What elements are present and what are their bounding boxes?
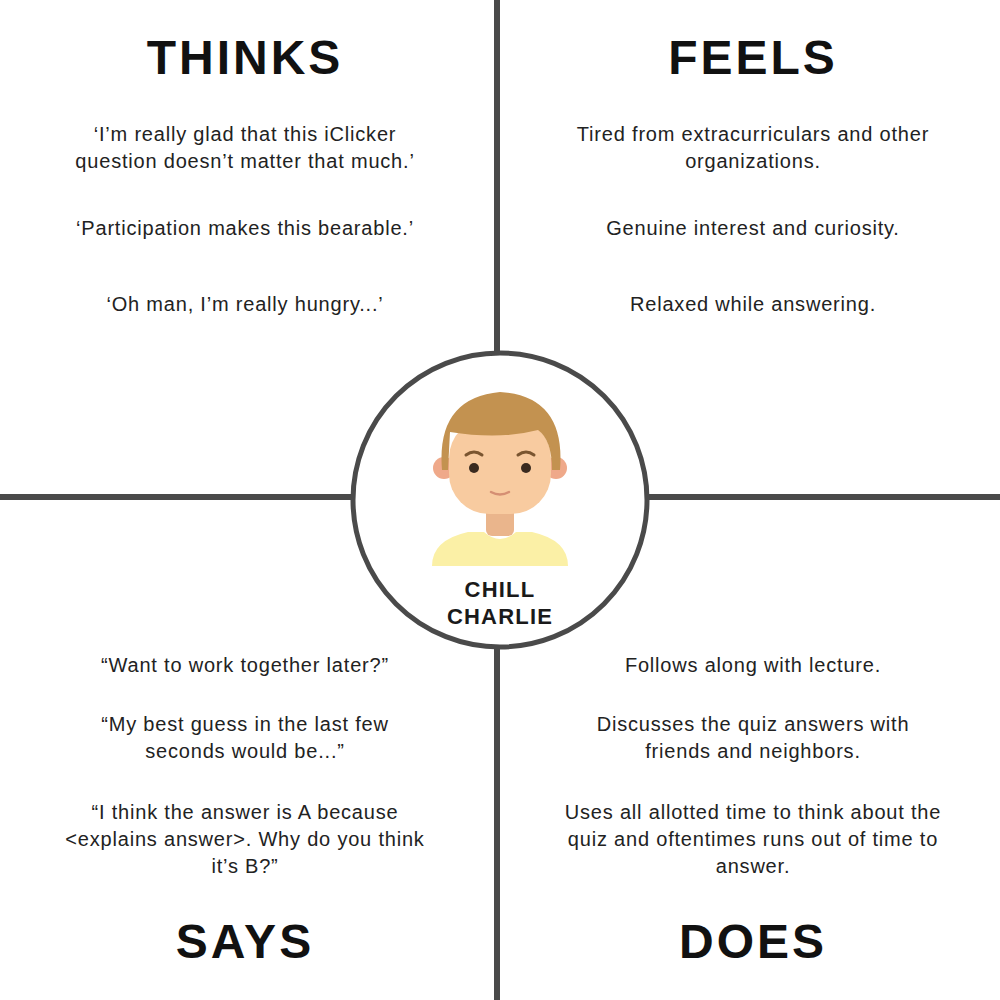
persona-name: CHILL CHARLIE [420,576,580,630]
quadrant-heading: SAYS [45,914,445,970]
map-entry: Tired from extracurriculars and other or… [573,121,933,175]
quadrant-heading: FEELS [543,30,963,86]
map-entry: Relaxed while answering. [553,291,953,318]
quadrant-heading: DOES [553,914,953,970]
map-entry: ‘Participation makes this bearable.’ [35,215,455,242]
map-entry: ‘Oh man, I’m really hungry...’ [45,291,445,318]
map-entry: “I think the answer is A because <explai… [65,799,425,880]
persona-circle: CHILL CHARLIE [350,350,650,650]
map-entry: “My best guess in the last few seconds w… [80,711,410,765]
feels-quadrant: FEELS Tired from extracurriculars and oth… [505,0,1000,345]
map-entry: ‘I’m really glad that this iClicker ques… [50,121,440,175]
says-quadrant: “Want to work together later?” “My best g… [0,640,490,1000]
map-entry: “Want to work together later?” [45,652,445,679]
quadrant-heading: THINKS [35,30,455,86]
does-quadrant: Follows along with lecture. Discusses the… [505,640,1000,1000]
map-entry: Discusses the quiz answers with friends … [573,711,933,765]
map-entry: Genuine interest and curiosity. [543,215,963,242]
map-entry: Uses all allotted time to think about th… [553,799,953,880]
map-entry: Follows along with lecture. [553,652,953,679]
thinks-quadrant: THINKS ‘I’m really glad that this iClicke… [0,0,490,345]
